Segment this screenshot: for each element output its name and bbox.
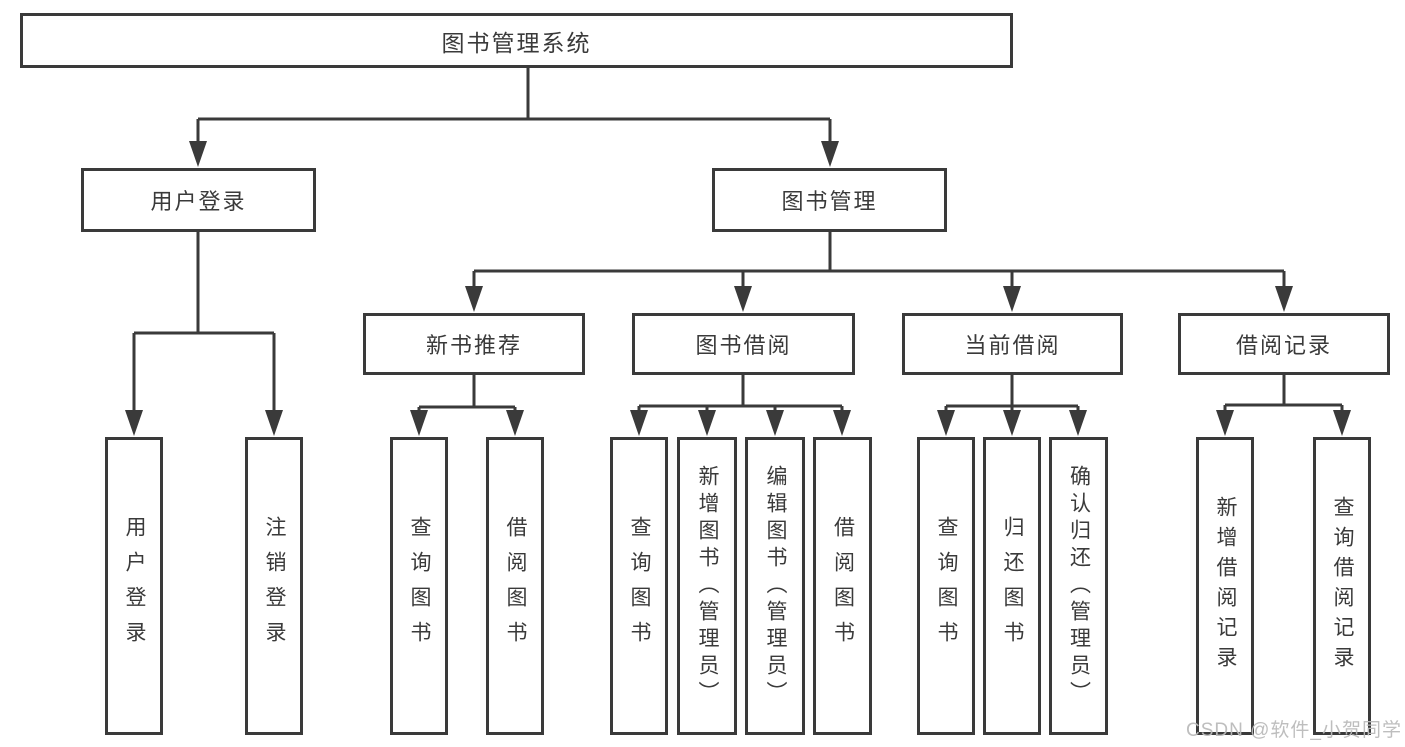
node-current-borrowing: 当前借阅 [902, 313, 1123, 375]
node-edit-books-admin: 编辑图书（管理员） [745, 437, 805, 735]
csdn-watermark: CSDN @软件_小贺同学 [1186, 720, 1402, 741]
node-return-books: 归还图书 [983, 437, 1041, 735]
node-query-books: 查询图书 [610, 437, 668, 735]
node-logout: 注销登录 [245, 437, 303, 735]
node-book-borrowing: 图书借阅 [632, 313, 855, 375]
node-user-login: 用户登录 [81, 168, 316, 232]
node-query-books: 查询图书 [917, 437, 975, 735]
node-query-books: 查询图书 [390, 437, 448, 735]
node-borrow-books: 借阅图书 [813, 437, 872, 735]
node-query-borrow-record: 查询借阅记录 [1313, 437, 1371, 735]
node-new-book-recommend: 新书推荐 [363, 313, 585, 375]
node-borrow-books: 借阅图书 [486, 437, 544, 735]
node-book-management: 图书管理 [712, 168, 947, 232]
node-add-borrow-record: 新增借阅记录 [1196, 437, 1254, 735]
node-borrowing-records: 借阅记录 [1178, 313, 1390, 375]
node-library-management-system: 图书管理系统 [20, 13, 1013, 68]
node-add-books-admin: 新增图书（管理员） [677, 437, 737, 735]
node-confirm-return-admin: 确认归还（管理员） [1049, 437, 1108, 735]
node-user-login-leaf: 用户登录 [105, 437, 163, 735]
